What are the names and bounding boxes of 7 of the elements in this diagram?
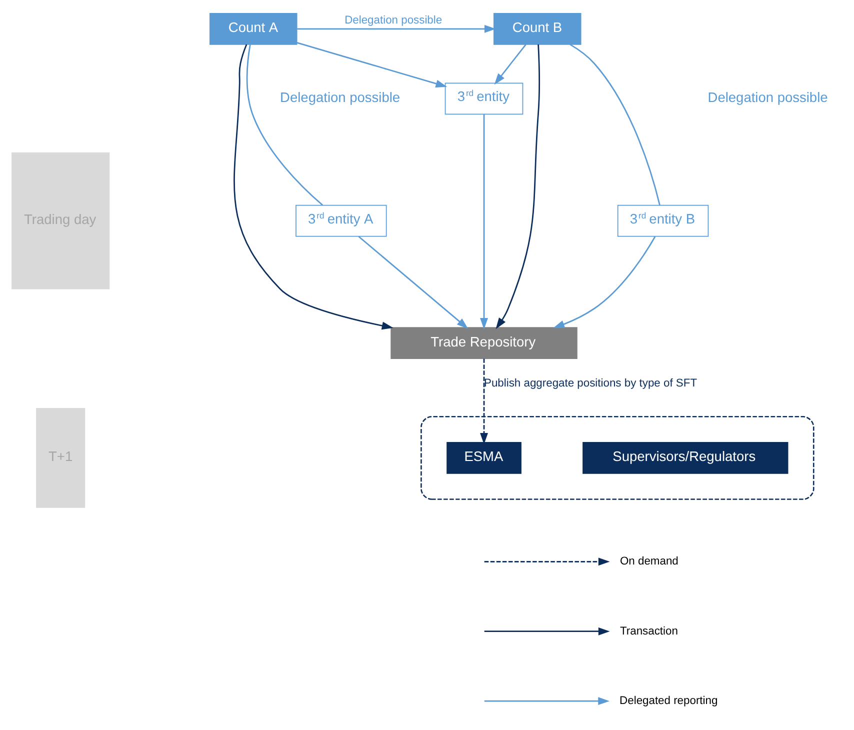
label: Delegation possible (708, 90, 828, 105)
legend-label: Delegated reporting (620, 694, 718, 707)
edge-label: Delegation possible (344, 14, 442, 26)
legend-label: On demand (620, 556, 678, 568)
edge-label: Publish aggregate positions by type of SFT (484, 377, 698, 390)
legend-label: Transaction (620, 625, 678, 638)
label: Delegation possible (280, 90, 400, 105)
